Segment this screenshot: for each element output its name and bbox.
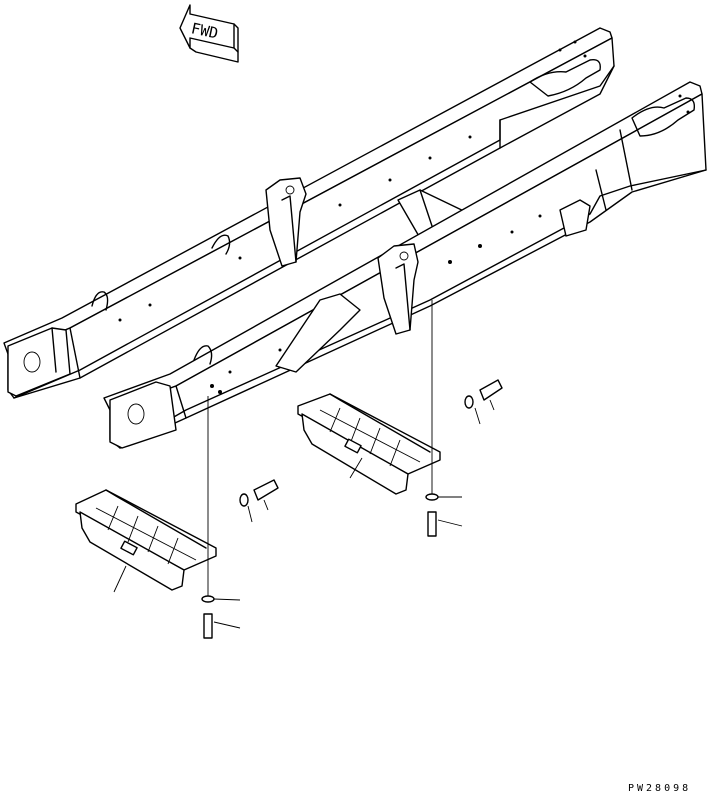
right-step xyxy=(297,393,441,495)
left-step xyxy=(75,489,217,591)
fasteners xyxy=(113,300,503,639)
fwd-arrow-icon: FWD xyxy=(179,4,239,63)
right-frame-rail xyxy=(103,81,707,449)
left-frame-rail xyxy=(3,27,615,399)
fwd-label: FWD xyxy=(190,19,220,42)
drawing-code: PW28098 xyxy=(628,783,691,794)
